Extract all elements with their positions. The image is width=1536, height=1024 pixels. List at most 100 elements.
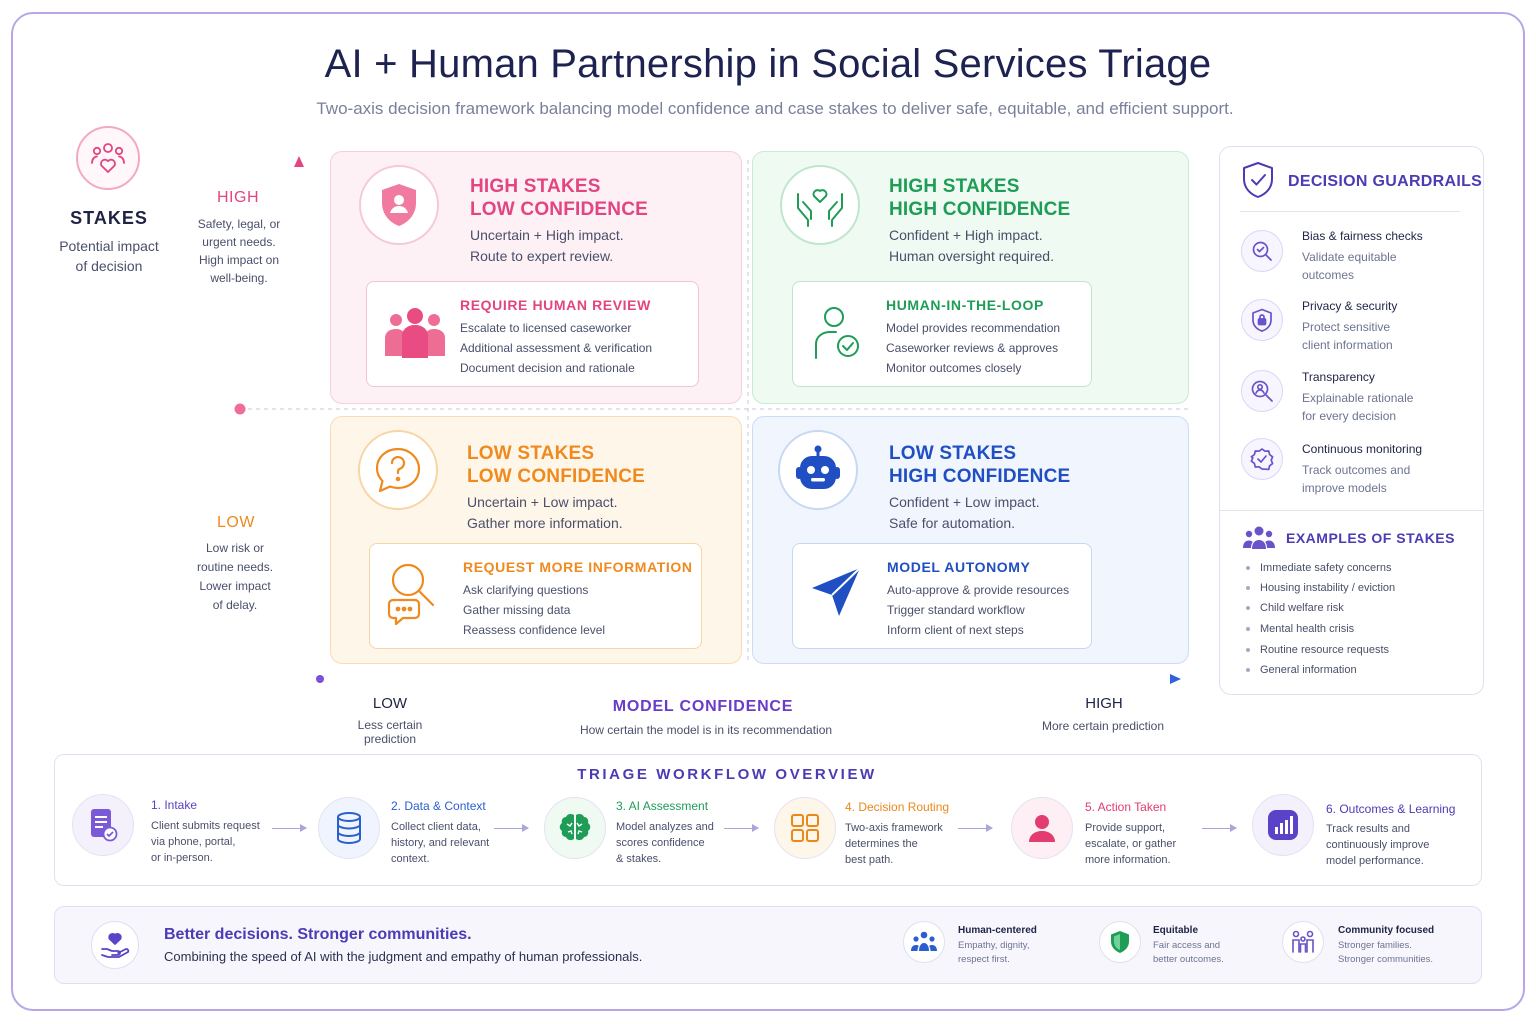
workflow-desc-line: best path.: [845, 854, 894, 866]
workflow-desc-line: context.: [391, 853, 430, 865]
bullet: [1246, 648, 1250, 652]
shield-icon: [1099, 921, 1141, 963]
bullet: [1246, 606, 1250, 610]
card-title: HUMAN-IN-THE-LOOP: [886, 297, 1044, 313]
badge-description: Stronger families. Stronger communities.: [1338, 939, 1433, 967]
workflow-step-description: Client submits request via phone, portal…: [151, 818, 260, 866]
workflow-desc-line: history, and relevant: [391, 837, 490, 849]
bullet: [1246, 566, 1250, 570]
stakes-midpoint-dot: [234, 403, 246, 415]
quadrant-description: Confident + High impact. Human oversight…: [889, 225, 1054, 267]
group-people-icon: [384, 306, 446, 365]
quadrant-title-line: LOW STAKES: [889, 443, 1017, 464]
confidence-axis-arrow: [1170, 674, 1181, 684]
workflow-desc-line: Client submits request: [151, 820, 260, 832]
quadrant-description-line: Uncertain + Low impact.: [467, 494, 618, 510]
card-line: Document decision and rationale: [460, 361, 635, 375]
guardrail-description-line: client information: [1302, 338, 1393, 352]
confidence-axis-start-dot: [316, 675, 324, 683]
workflow-desc-line: more information.: [1085, 854, 1171, 866]
card-title: REQUIRE HUMAN REVIEW: [460, 297, 651, 313]
people-heart-icon: [76, 126, 140, 190]
stakes-subtitle-line: Potential impact: [59, 238, 159, 254]
quadrant-description-line: Uncertain + High impact.: [470, 227, 624, 243]
guardrail-description-line: Protect sensitive: [1302, 320, 1391, 334]
quadrant-description-line: Confident + High impact.: [889, 227, 1043, 243]
guardrails-divider: [1240, 211, 1460, 212]
quadrant-title-line: HIGH STAKES: [889, 176, 1020, 197]
guardrail-description-line: for every decision: [1302, 409, 1397, 423]
badge-check-icon: [1241, 438, 1283, 480]
badge-description-line: better outcomes.: [1153, 954, 1224, 965]
stakes-axis-arrow: [294, 156, 304, 167]
workflow-step-label: 6. Outcomes & Learning: [1326, 802, 1456, 816]
stakes-axis-title: STAKES: [70, 208, 148, 228]
workflow-desc-line: via phone, portal,: [151, 836, 236, 848]
database-icon: [318, 797, 380, 859]
workflow-arrow: [494, 824, 529, 832]
badge-description-line: Fair access and: [1153, 940, 1221, 951]
quadrant-title-line: HIGH STAKES: [470, 176, 601, 197]
quadrant-description: Confident + Low impact. Safe for automat…: [889, 492, 1040, 534]
workflow-desc-line: continuously improve: [1326, 839, 1430, 851]
card-line: Gather missing data: [463, 603, 571, 617]
workflow-desc-line: Track results and: [1326, 823, 1410, 835]
stakes-axis-subtitle: Potential impact of decision: [54, 236, 164, 276]
badge-title: Equitable: [1153, 925, 1199, 936]
badge-description: Empathy, dignity, respect first.: [958, 939, 1029, 967]
quadrant-description: Uncertain + Low impact. Gather more info…: [467, 492, 623, 534]
guardrails-title: DECISION GUARDRAILS: [1288, 173, 1483, 190]
card-line: Inform client of next steps: [887, 623, 1024, 637]
stakes-high-line: High impact on: [198, 253, 280, 267]
document-check-icon: [72, 794, 134, 856]
grid-icon: [774, 797, 836, 859]
stakes-low-label: LOW: [217, 514, 255, 531]
example-item: Housing instability / eviction: [1260, 582, 1396, 594]
workflow-step-description: Collect client data, history, and releva…: [391, 819, 489, 867]
guardrail-item-description: Explainable rationale for every decision: [1302, 389, 1413, 425]
card-title: MODEL AUTONOMY: [887, 559, 1031, 575]
card-line: Ask clarifying questions: [463, 583, 589, 597]
guardrail-item-title: Transparency: [1302, 370, 1375, 384]
guardrail-description-line: improve models: [1302, 481, 1387, 495]
workflow-desc-line: model performance.: [1326, 855, 1424, 867]
examples-divider: [1220, 510, 1483, 511]
group-people-icon: [1243, 526, 1275, 555]
search-chat-icon: [386, 562, 440, 637]
guardrail-description-line: Explainable rationale: [1302, 391, 1414, 405]
quadrant-title: LOW STAKES HIGH CONFIDENCE: [889, 442, 1070, 488]
shield-person-icon: [359, 165, 439, 245]
family-icon: [1282, 921, 1324, 963]
confidence-axis-title: MODEL CONFIDENCE: [612, 698, 794, 715]
quadrant-description-line: Confident + Low impact.: [889, 494, 1040, 510]
workflow-desc-line: Collect client data,: [391, 821, 481, 833]
card-line: Model provides recommendation: [886, 321, 1061, 335]
confidence-low-description: Less certain prediction: [357, 718, 423, 746]
stakes-high-line: urgent needs.: [202, 235, 276, 249]
footer-title: Better decisions. Stronger communities.: [164, 926, 472, 943]
bullet: [1246, 627, 1250, 631]
hands-heart-icon: [780, 165, 860, 245]
workflow-step-label: 1. Intake: [151, 798, 198, 812]
quadrant-title: LOW STAKES LOW CONFIDENCE: [467, 442, 645, 488]
workflow-arrow: [724, 824, 759, 832]
workflow-arrow: [958, 824, 993, 832]
workflow-desc-line: or in-person.: [151, 852, 213, 864]
guardrail-description-line: Validate equitable: [1302, 250, 1397, 264]
search-person-icon: [1241, 370, 1283, 412]
card-line: Auto-approve & provide resources: [887, 583, 1070, 597]
quadrant-description-line: Safe for automation.: [889, 515, 1016, 531]
badge-description-line: respect first.: [958, 954, 1010, 965]
bullet: [1246, 668, 1250, 672]
quadrant-description-line: Route to expert review.: [470, 248, 614, 264]
brain-icon: [544, 797, 606, 859]
magnifier-check-icon: [1241, 230, 1283, 272]
stakes-low-line: Low risk or: [205, 541, 264, 555]
people-group-icon: [903, 921, 945, 963]
workflow-arrow: [1202, 824, 1237, 832]
workflow-step-label: 5. Action Taken: [1085, 800, 1167, 814]
footer-description: Combining the speed of AI with the judgm…: [164, 949, 643, 964]
example-item: Mental health crisis: [1260, 623, 1355, 635]
badge-title: Human-centered: [958, 925, 1037, 936]
stakes-subtitle-line: of decision: [75, 258, 143, 274]
